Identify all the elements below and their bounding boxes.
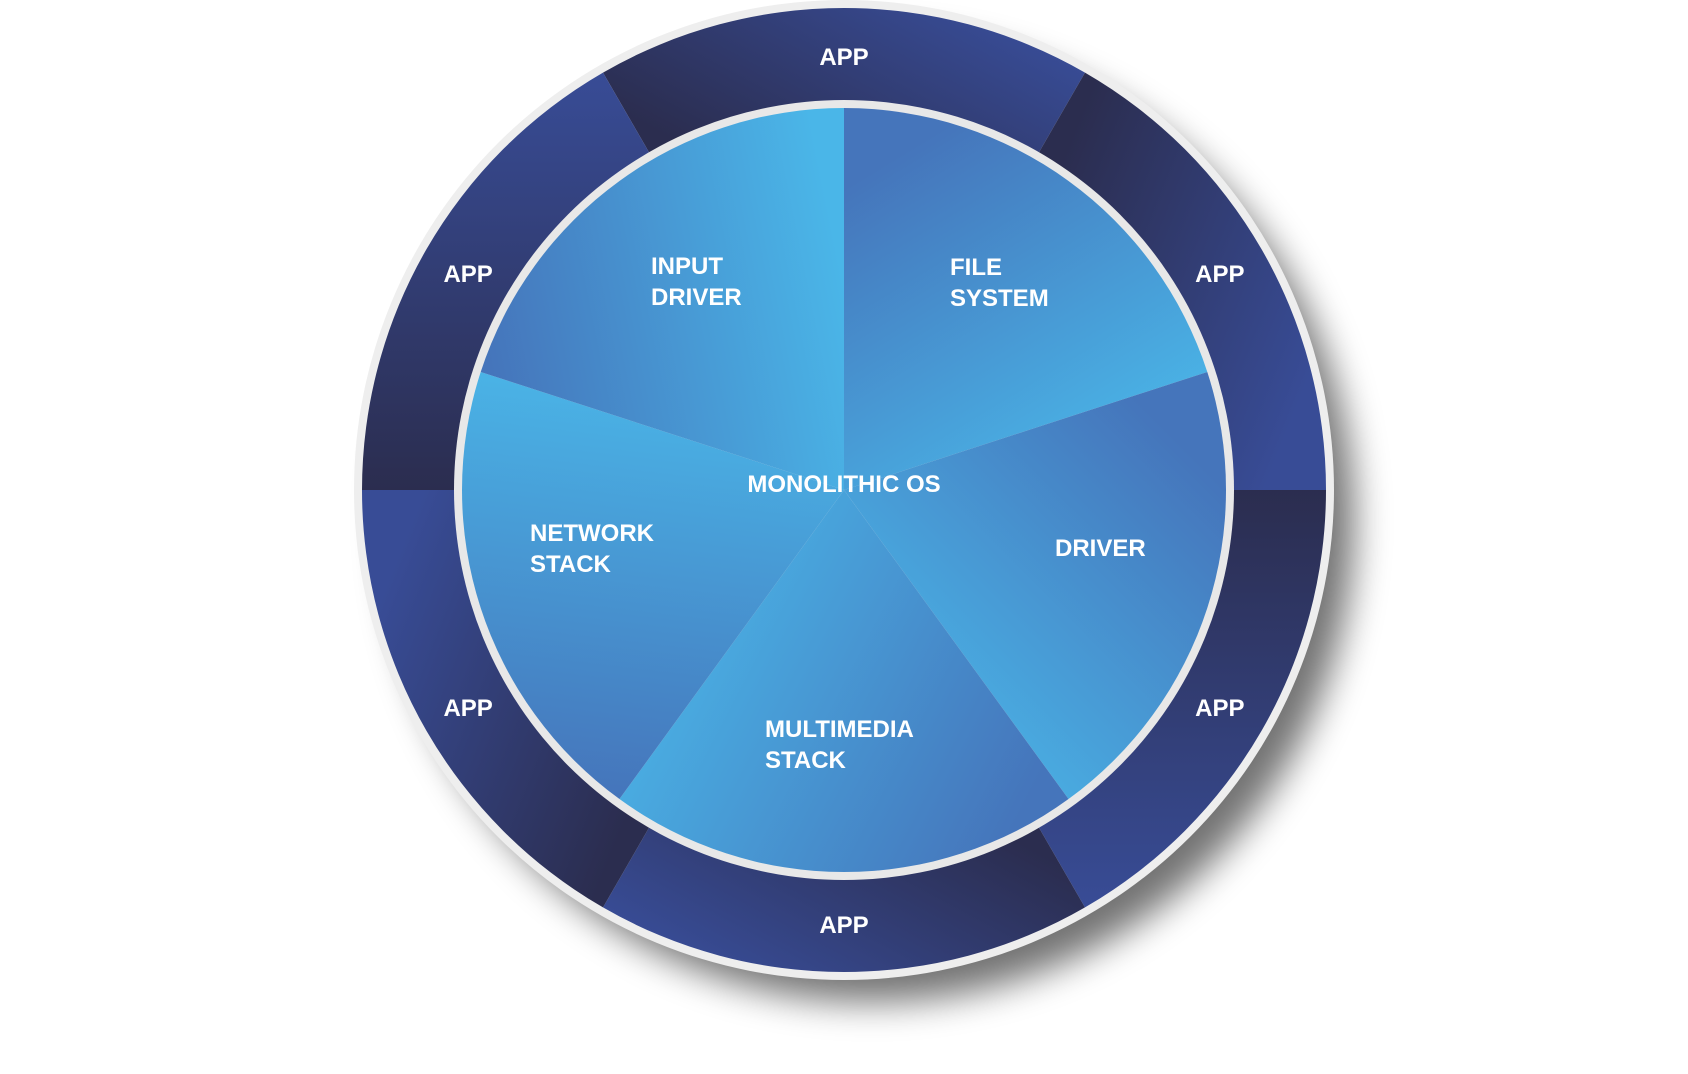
component-label: STACK: [765, 747, 847, 774]
component-label: INPUT: [651, 253, 723, 280]
app-segment: [362, 490, 652, 908]
component-label: SYSTEM: [950, 285, 1049, 312]
component-label: DRIVER: [1055, 535, 1146, 562]
component-slice: [844, 108, 1208, 490]
component-label: NETWORK: [530, 520, 655, 547]
component-slice: [462, 371, 844, 800]
app-label: APP: [443, 695, 492, 722]
component-slice: [844, 371, 1226, 800]
app-label: APP: [1195, 261, 1244, 288]
center-title: MONOLITHIC OS: [747, 471, 940, 498]
component-label: STACK: [530, 551, 612, 578]
app-label: APP: [819, 44, 868, 71]
component-label: DRIVER: [651, 284, 742, 311]
app-segment: [362, 72, 652, 491]
os-components-pie: [462, 108, 1226, 873]
component-slice: [480, 108, 844, 490]
app-segment: [1036, 490, 1326, 908]
app-label: APP: [819, 912, 868, 939]
component-label: FILE: [950, 254, 1002, 281]
app-label: APP: [1195, 695, 1244, 722]
app-segment: [1036, 72, 1326, 491]
app-label: APP: [443, 261, 492, 288]
component-label: MULTIMEDIA: [765, 716, 914, 743]
component-slice: [619, 490, 1069, 873]
